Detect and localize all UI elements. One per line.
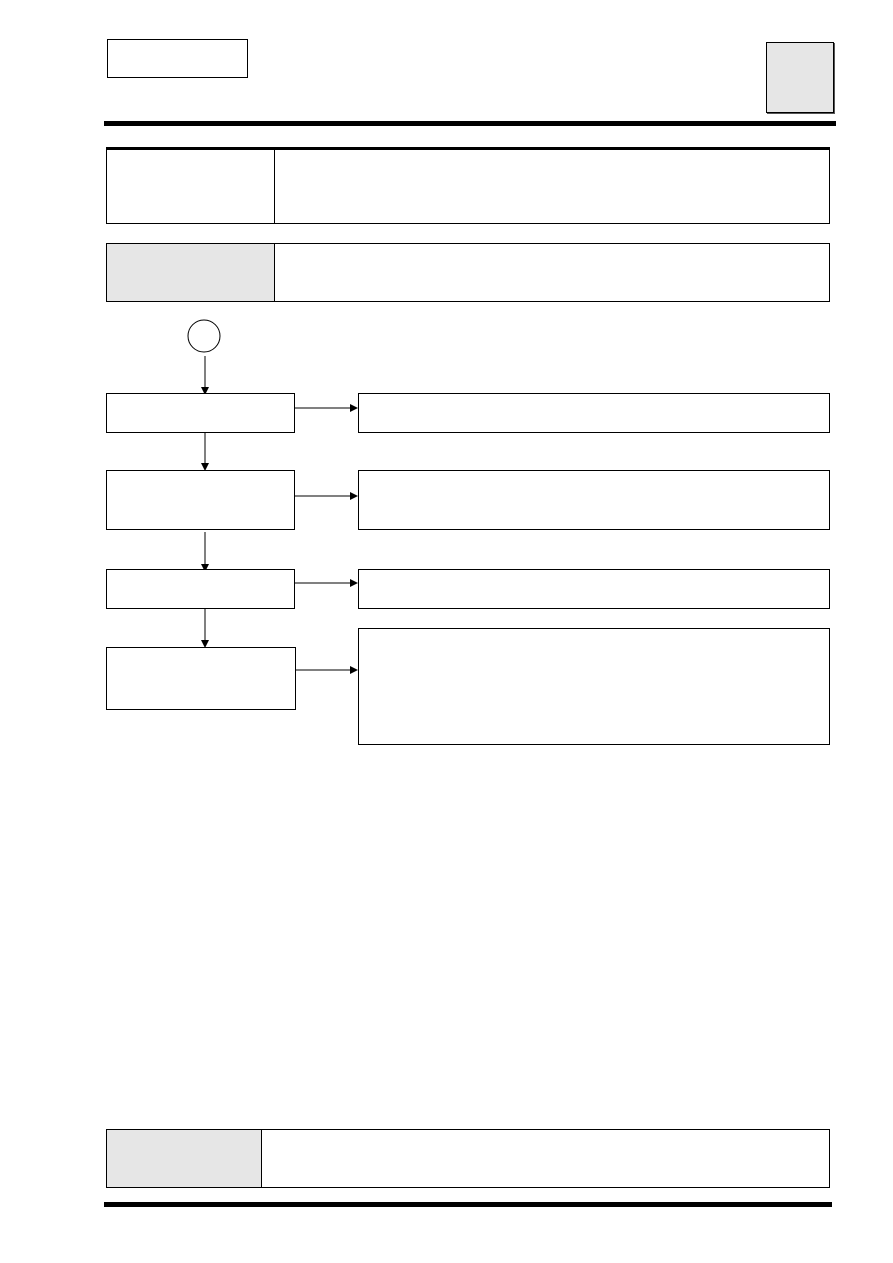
note-table	[106, 243, 830, 302]
footer-table	[106, 1129, 830, 1188]
document-code-box	[107, 39, 248, 78]
check-step-3	[106, 569, 295, 609]
result-box-1	[358, 393, 830, 433]
info-table-label-cell	[107, 150, 275, 223]
section-tab	[766, 42, 834, 113]
footer-table-label-cell	[107, 1130, 262, 1187]
info-table	[106, 147, 830, 224]
header-rule	[104, 121, 836, 126]
result-box-2	[358, 470, 830, 530]
check-step-1	[106, 393, 295, 433]
check-step-4	[106, 647, 296, 710]
footer-rule	[104, 1202, 832, 1207]
result-box-4	[358, 628, 830, 745]
footer-table-value-cell	[262, 1130, 829, 1187]
note-table-label-cell	[107, 244, 275, 301]
check-step-2	[106, 470, 295, 530]
result-box-3	[358, 569, 830, 609]
start-connector-circle	[187, 319, 221, 353]
